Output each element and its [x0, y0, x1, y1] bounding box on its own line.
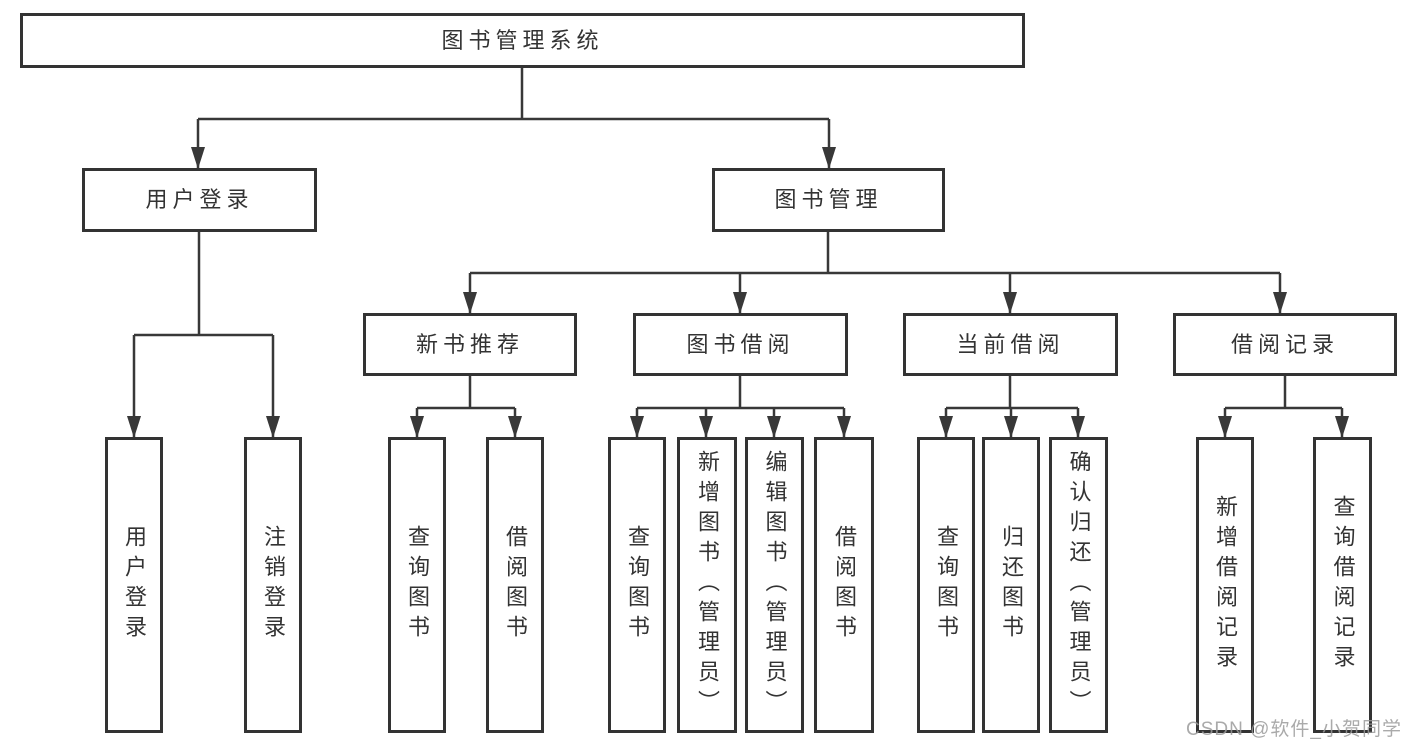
leaf-query-borrow-record: 查询借阅记录	[1313, 437, 1372, 733]
leaf-label: 查询图书	[934, 525, 959, 645]
leaf-add-borrow-record: 新增借阅记录	[1196, 437, 1254, 733]
node-book-management: 图书管理	[712, 168, 945, 232]
node-label: 借阅记录	[1230, 331, 1339, 357]
leaf-label: 注销登录	[261, 525, 286, 645]
leaf-label: 归还图书	[999, 525, 1024, 645]
node-label: 图书管理系统	[441, 27, 604, 53]
node-book-borrowing: 图书借阅	[633, 313, 848, 376]
leaf-label: 新增借阅记录	[1213, 495, 1238, 675]
leaf-borrow-books-borrowing: 借阅图书	[814, 437, 874, 733]
leaf-query-books-current: 查询图书	[917, 437, 975, 733]
node-label: 用户登录	[145, 187, 254, 212]
leaf-user-login: 用户登录	[105, 437, 163, 733]
node-label: 当前借阅	[956, 331, 1065, 357]
leaf-label: 借阅图书	[503, 525, 528, 645]
leaf-query-books-borrowing: 查询图书	[608, 437, 666, 733]
node-current-borrowing: 当前借阅	[903, 313, 1118, 376]
leaf-label: 编辑图书（管理员）	[762, 450, 788, 720]
csdn-watermark: CSDN @软件_小贺同学	[1186, 719, 1402, 740]
leaf-label: 新增图书（管理员）	[695, 450, 720, 720]
leaf-label: 用户登录	[122, 525, 147, 645]
node-label: 图书借阅	[686, 331, 795, 357]
leaf-edit-books-admin: 编辑图书（管理员）	[745, 437, 804, 733]
node-library-management-system: 图书管理系统	[20, 13, 1025, 68]
leaf-confirm-return-admin: 确认归还（管理员）	[1049, 437, 1108, 733]
leaf-label: 借阅图书	[832, 525, 857, 645]
leaf-label: 查询借阅记录	[1330, 495, 1356, 675]
leaf-label: 查询图书	[405, 525, 430, 645]
leaf-add-books-admin: 新增图书（管理员）	[677, 437, 737, 733]
leaf-return-books: 归还图书	[982, 437, 1040, 733]
node-new-book-recommendation: 新书推荐	[363, 313, 577, 376]
leaf-label: 查询图书	[625, 525, 650, 645]
node-label: 图书管理	[774, 187, 883, 212]
leaf-borrow-books-recommend: 借阅图书	[486, 437, 544, 733]
leaf-label: 确认归还（管理员）	[1066, 450, 1092, 720]
leaf-logout-login: 注销登录	[244, 437, 302, 733]
leaf-query-books-recommend: 查询图书	[388, 437, 446, 733]
node-user-login: 用户登录	[82, 168, 317, 232]
node-borrowing-records: 借阅记录	[1173, 313, 1397, 376]
node-label: 新书推荐	[415, 331, 524, 357]
